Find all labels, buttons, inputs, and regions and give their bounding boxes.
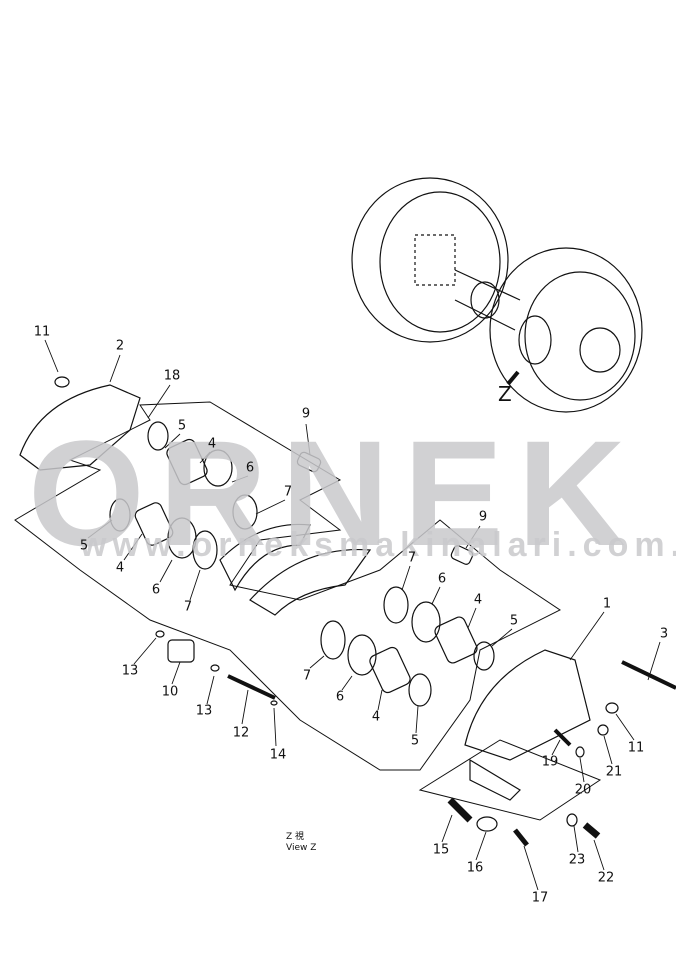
part-callout: 6	[335, 689, 345, 705]
part-callout: 1	[602, 596, 612, 612]
part-callout: 20	[574, 782, 592, 798]
view-z-marker: Z	[498, 382, 512, 406]
part-callout: 19	[541, 754, 559, 770]
part-callout: 2	[115, 338, 125, 354]
part-callout: 15	[432, 842, 450, 858]
part-callout: 4	[207, 436, 217, 452]
part-callout: 13	[195, 703, 213, 719]
part-callout: 7	[302, 668, 312, 684]
part-callout: 6	[245, 460, 255, 476]
part-callout: 17	[531, 890, 549, 906]
part-callout: 13	[121, 663, 139, 679]
part-callout: 9	[478, 509, 488, 525]
part-callout: 4	[473, 592, 483, 608]
part-callout: 12	[232, 725, 250, 741]
part-callout: 18	[163, 368, 181, 384]
part-callout: 10	[161, 684, 179, 700]
part-callout: 7	[407, 550, 417, 566]
view-z-label-line1: Z 視	[286, 832, 305, 842]
sleeve-10	[167, 639, 195, 663]
part-callout: 9	[301, 406, 311, 422]
caliper-2	[19, 384, 141, 471]
part-callout: 7	[183, 599, 193, 615]
part-callout: 3	[659, 626, 669, 642]
part-callout: 16	[466, 860, 484, 876]
part-callout: 5	[79, 538, 89, 554]
part-callout: 22	[597, 870, 615, 886]
part-callout: 5	[177, 418, 187, 434]
watermark-logo: ORNEK	[28, 409, 640, 577]
part-callout: 21	[605, 764, 623, 780]
brake-pad-8	[219, 523, 311, 592]
part-callout: 14	[269, 747, 287, 763]
group-boundary	[14, 401, 561, 771]
part-callout: 4	[371, 709, 381, 725]
part-callout: 6	[437, 571, 447, 587]
part-callout: 23	[568, 852, 586, 868]
part-callout: 4	[115, 560, 125, 576]
part-callout: 7	[283, 484, 293, 500]
part-callout: 6	[151, 582, 161, 598]
axle-overview	[351, 177, 643, 413]
part-callout: 5	[410, 733, 420, 749]
watermark-url: www.orneksmakinalari.com.tr	[80, 526, 676, 564]
part-callout: 11	[33, 324, 51, 340]
part-callout: 5	[509, 613, 519, 629]
part-callout: 11	[627, 740, 645, 756]
view-z-label-line2: View Z	[286, 843, 317, 853]
caliper-1	[464, 649, 591, 761]
view-z-label: Z 視 View Z	[286, 832, 316, 854]
